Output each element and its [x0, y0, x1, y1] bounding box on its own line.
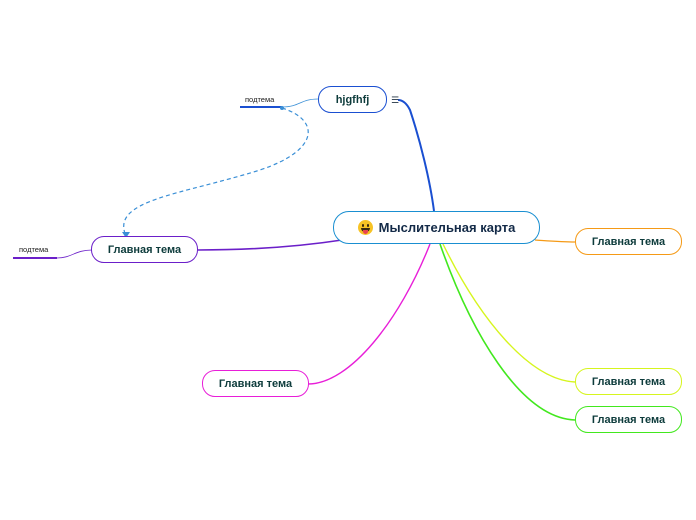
subtopic-top[interactable]: подтема	[245, 95, 275, 104]
topic-left[interactable]: Главная тема	[91, 236, 198, 263]
link-central-bottom-left	[307, 243, 431, 385]
subtopic-left[interactable]: подтема	[19, 245, 49, 254]
central-topic[interactable]: Мыслительная карта	[333, 211, 540, 244]
topic-label: Главная тема	[591, 413, 666, 426]
topic-label: Главная тема	[107, 243, 182, 256]
link-top-subtopic	[281, 98, 319, 108]
topic-label: Главная тема	[218, 377, 293, 390]
link-central-top	[397, 99, 435, 212]
notes-icon[interactable]: ☰	[391, 95, 400, 105]
link-central-right-bottom	[439, 243, 576, 421]
topic-right-lower[interactable]: Главная тема	[575, 368, 682, 395]
link-left-subtopic	[56, 249, 93, 259]
topic-label: Главная тема	[591, 235, 666, 248]
link-central-left	[197, 239, 343, 251]
topic-bottom-left[interactable]: Главная тема	[202, 370, 309, 397]
central-topic-label: Мыслительная карта	[378, 220, 516, 235]
topic-label: hjgfhfj	[335, 93, 370, 106]
tongue-out-emoji-icon	[357, 220, 373, 235]
relationship-handle	[280, 106, 284, 110]
topic-label: Главная тема	[591, 375, 666, 388]
relationship-line	[123, 107, 309, 237]
topic-right-bottom[interactable]: Главная тема	[575, 406, 682, 433]
link-central-right	[534, 239, 576, 243]
link-central-right-lower	[442, 243, 576, 383]
topic-top[interactable]: hjgfhfj	[318, 86, 387, 113]
topic-right[interactable]: Главная тема	[575, 228, 682, 255]
